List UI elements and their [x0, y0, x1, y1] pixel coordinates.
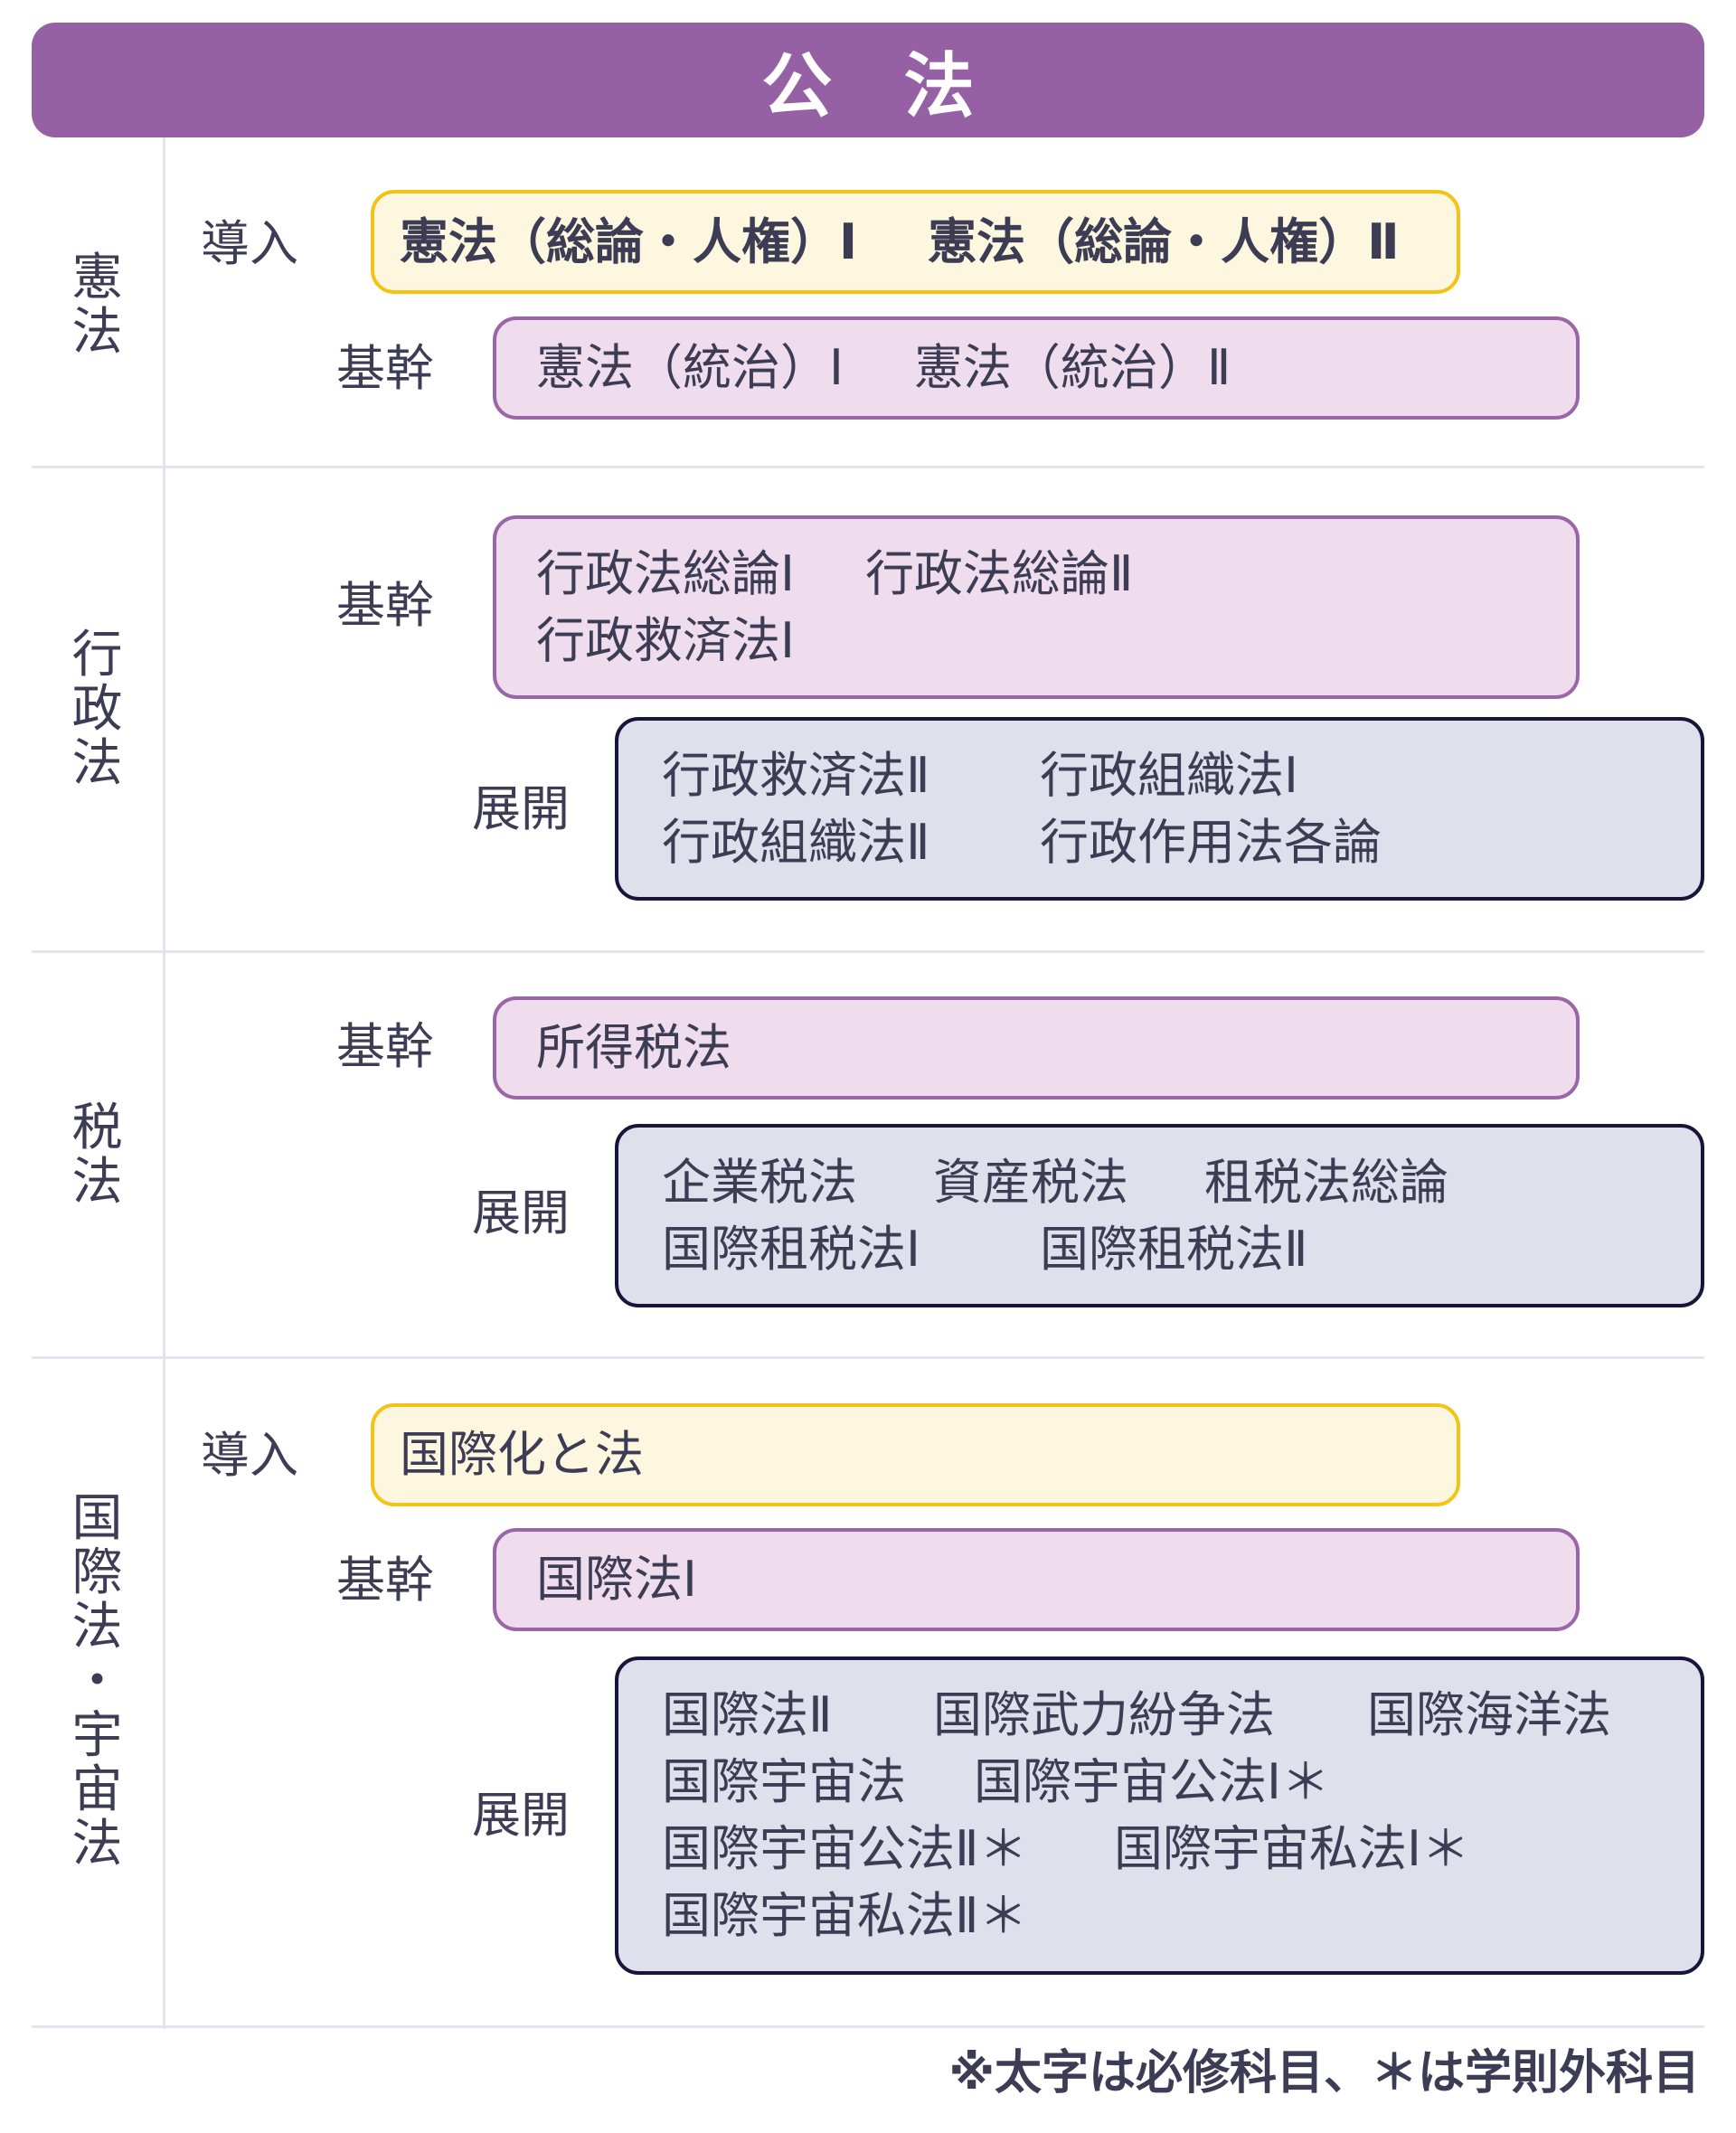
course-row: 憲法（総論・人権）Ⅰ 憲法（総論・人権）Ⅱ — [400, 209, 1457, 276]
course-item: 国際海洋法 — [1367, 1686, 1611, 1743]
course-box-kokusai-core: 国際法Ⅰ — [493, 1528, 1580, 1631]
section-label-char: 宇 — [71, 1706, 123, 1765]
level-label-core: 基幹 — [336, 340, 434, 397]
course-item: 国際宇宙法 — [662, 1753, 906, 1810]
course-row: 国際租税法Ⅰ 国際租税法Ⅱ — [662, 1216, 1701, 1283]
section-label-char: 法 — [71, 1598, 123, 1656]
course-item: 行政救済法Ⅱ — [662, 746, 930, 804]
course-item: 国際法Ⅱ — [662, 1686, 833, 1743]
section-divider — [32, 2025, 1704, 2028]
course-row: 国際宇宙公法Ⅱ＊ 国際宇宙私法Ⅰ＊ — [662, 1816, 1701, 1883]
course-item: 所得税法 — [536, 1019, 731, 1076]
vertical-divider — [163, 137, 165, 2029]
section-label-char: 行 — [71, 626, 123, 684]
level-label-core: 基幹 — [336, 1552, 434, 1609]
course-item: 国際宇宙公法Ⅰ＊ — [974, 1753, 1330, 1810]
course-item: 行政法総論Ⅰ — [536, 544, 795, 602]
course-row: 企業税法 資産税法 租税法総論 — [662, 1149, 1701, 1216]
level-label-intro: 導入 — [201, 215, 298, 272]
course-row: 国際法Ⅱ 国際武力紛争法 国際海洋法 — [662, 1682, 1701, 1749]
course-item: 憲法（総論・人権）Ⅱ — [928, 212, 1400, 270]
section-divider — [32, 466, 1704, 468]
section-label-char: 憲 — [71, 249, 123, 307]
course-row: 憲法（統治）Ⅰ 憲法（統治）Ⅱ — [536, 335, 1576, 401]
course-item: 国際租税法Ⅰ — [662, 1220, 920, 1278]
section-label-char: ・ — [71, 1652, 123, 1711]
section-label-char: 法 — [71, 1153, 123, 1212]
course-row: 国際法Ⅰ — [536, 1546, 1576, 1613]
course-item: 憲法（総論・人権）Ⅰ — [400, 212, 858, 270]
page-title: 公 法 — [761, 45, 998, 127]
course-item: 資産税法 — [933, 1153, 1128, 1211]
section-label-kenpo: 憲 法 — [32, 251, 163, 360]
course-item: 国際宇宙私法Ⅰ＊ — [1114, 1820, 1470, 1877]
level-label-dev: 展開 — [472, 1787, 570, 1844]
course-row: 行政救済法Ⅱ 行政組織法Ⅰ — [662, 742, 1701, 809]
course-box-zeiho-core: 所得税法 — [493, 996, 1580, 1100]
course-item: 行政法総論Ⅱ — [864, 544, 1134, 602]
section-label-zeiho: 税 法 — [32, 1101, 163, 1210]
course-item: 行政組織法Ⅱ — [662, 813, 930, 871]
section-label-char: 法 — [71, 1815, 123, 1873]
course-box-kenpo-core: 憲法（統治）Ⅰ 憲法（統治）Ⅱ — [493, 316, 1580, 420]
course-row: 国際化と法 — [400, 1421, 1457, 1488]
header-banner: 公 法 — [32, 23, 1704, 137]
course-box-zeiho-dev: 企業税法 資産税法 租税法総論 国際租税法Ⅰ 国際租税法Ⅱ — [615, 1124, 1704, 1307]
section-label-char: 税 — [71, 1099, 123, 1157]
section-label-char: 法 — [71, 734, 123, 793]
section-label-char: 政 — [71, 680, 123, 739]
course-item: 行政組織法Ⅰ — [1040, 746, 1298, 804]
level-label-dev: 展開 — [472, 1184, 570, 1241]
course-row: 国際宇宙法 国際宇宙公法Ⅰ＊ — [662, 1749, 1701, 1816]
footnote: ※太字は必修科目、＊は学則外科目 — [948, 2046, 1700, 2100]
course-row: 行政組織法Ⅱ 行政作用法各論 — [662, 809, 1701, 876]
section-label-char: 国 — [71, 1489, 123, 1548]
section-label-char: 際 — [71, 1543, 123, 1602]
course-item: 企業税法 — [662, 1153, 857, 1211]
course-box-gyosei-dev: 行政救済法Ⅱ 行政組織法Ⅰ 行政組織法Ⅱ 行政作用法各論 — [615, 717, 1704, 901]
course-item: 憲法（統治）Ⅱ — [913, 339, 1231, 396]
level-label-intro: 導入 — [201, 1427, 298, 1484]
course-box-kenpo-intro: 憲法（総論・人権）Ⅰ 憲法（総論・人権）Ⅱ — [371, 190, 1460, 294]
course-box-kokusai-intro: 国際化と法 — [371, 1403, 1460, 1506]
section-label-gyosei: 行 政 法 — [32, 628, 163, 791]
course-row: 行政法総論Ⅰ 行政法総論Ⅱ — [536, 541, 1576, 608]
course-item: 国際法Ⅰ — [536, 1551, 697, 1608]
level-label-core: 基幹 — [336, 1018, 434, 1075]
section-divider — [32, 1356, 1704, 1359]
section-divider — [32, 950, 1704, 953]
course-row: 国際宇宙私法Ⅱ＊ — [662, 1883, 1701, 1949]
section-label-char: 法 — [71, 303, 123, 362]
level-label-dev: 展開 — [472, 780, 570, 837]
course-box-kokusai-dev: 国際法Ⅱ 国際武力紛争法 国際海洋法 国際宇宙法 国際宇宙公法Ⅰ＊ 国際宇宙公法… — [615, 1656, 1704, 1975]
section-label-kokusai: 国 際 法 ・ 宇 宙 法 — [32, 1492, 163, 1872]
course-row: 所得税法 — [536, 1015, 1576, 1081]
course-row: 行政救済法Ⅰ — [536, 608, 1576, 675]
course-item: 国際化と法 — [400, 1426, 644, 1483]
course-item: 国際宇宙私法Ⅱ＊ — [662, 1887, 1028, 1944]
course-item: 行政救済法Ⅰ — [536, 611, 795, 669]
course-item: 行政作用法各論 — [1040, 813, 1382, 871]
course-item: 国際宇宙公法Ⅱ＊ — [662, 1820, 1028, 1877]
section-label-char: 宙 — [71, 1760, 123, 1819]
course-item: 租税法総論 — [1204, 1153, 1448, 1211]
course-box-gyosei-core: 行政法総論Ⅰ 行政法総論Ⅱ 行政救済法Ⅰ — [493, 515, 1580, 699]
course-item: 憲法（統治）Ⅰ — [536, 339, 844, 396]
level-label-core: 基幹 — [336, 577, 434, 634]
course-item: 国際租税法Ⅱ — [1040, 1220, 1308, 1278]
course-item: 国際武力紛争法 — [933, 1686, 1275, 1743]
